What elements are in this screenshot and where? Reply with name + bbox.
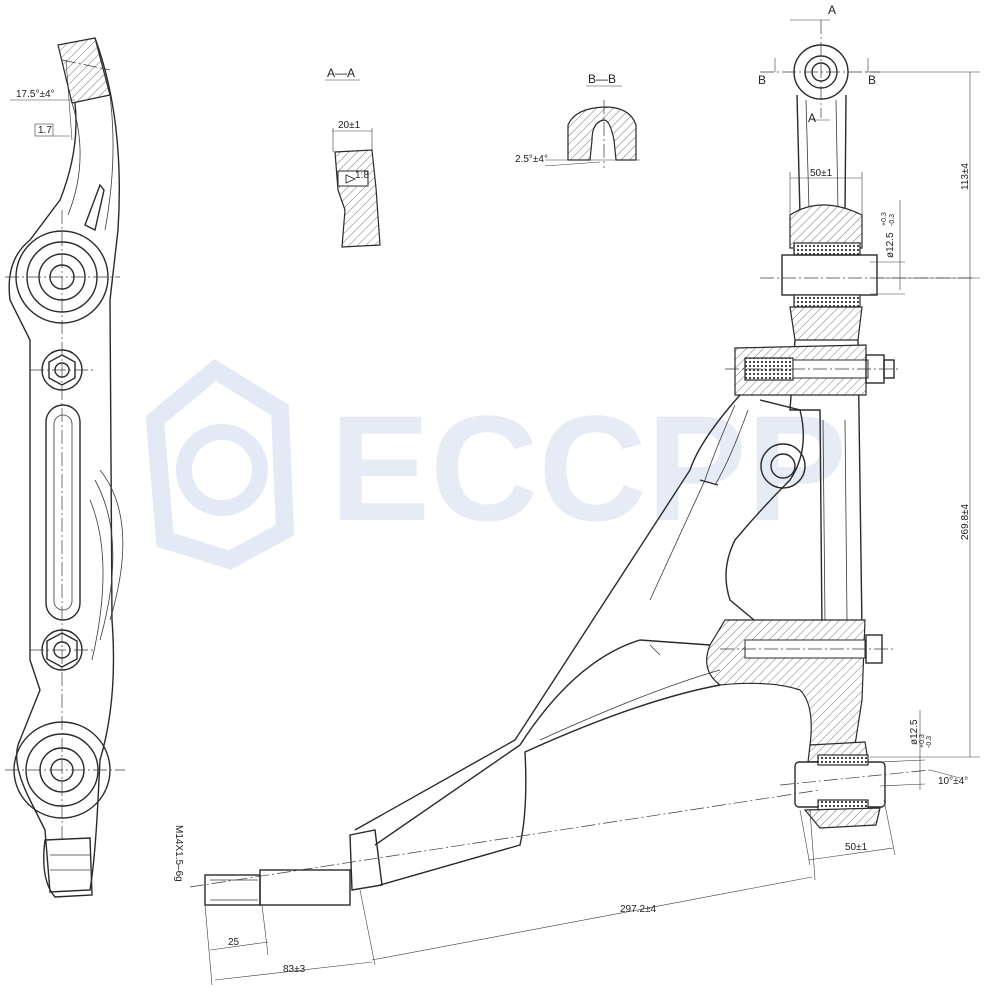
dim-height-113: 113±4	[960, 163, 971, 190]
dim-angle-17-5: 17.5°±4°	[16, 89, 55, 100]
dim-stud-len: 25	[228, 937, 240, 948]
top-sleeve	[781, 254, 878, 296]
marker-a-top: A	[828, 3, 836, 17]
dim-aa-width: 20±1	[338, 120, 361, 131]
dim-len-297: 297.2±4	[620, 904, 657, 915]
dim-bottom-bore: ø12.5	[909, 719, 920, 745]
section-bb-profile	[567, 106, 637, 161]
section-aa: A—A 20±1 1:8	[325, 66, 381, 248]
marker-b-right: B	[868, 73, 876, 87]
dim-top-bore-tol-upper: +0.3	[881, 212, 888, 226]
marker-b-left: B	[758, 73, 766, 87]
main-view: A A B B	[173, 3, 980, 986]
arm-neck	[796, 94, 847, 216]
dim-top-bore: ø12.5	[885, 232, 896, 258]
ball-stud	[189, 789, 821, 906]
top-bushing-section	[789, 204, 863, 249]
watermark-logo-ring-icon	[176, 424, 268, 516]
side-view-top-tab	[57, 37, 111, 104]
dim-top-bore-tol-lower: -0.3	[889, 214, 896, 226]
section-bb-label: B—B	[588, 72, 616, 86]
dim-bottom-bore-tol-upper: +0.3	[919, 734, 926, 748]
dims-bottom: M14X1.5–6g 25 83±3 297.2±4	[173, 809, 816, 986]
side-view: 17.5°±4° 1.7	[5, 37, 125, 898]
side-view-outline	[8, 37, 121, 893]
dim-height-269: 269.8±4	[960, 503, 971, 540]
dim-aa-slope: 1:8	[355, 170, 369, 181]
arm-lower-branch	[374, 639, 711, 846]
dim-top-width: 50±1	[810, 168, 833, 179]
section-aa-profile	[334, 149, 381, 248]
ball-joint-head: A A B B	[758, 3, 880, 125]
dim-bb-angle: 2.5°±4°	[515, 154, 548, 165]
dim-bottom-width: 50±1	[845, 842, 868, 853]
dims-right: 113±4 269.8±4 50±1 ø12.5 +0.3 -0.3 ø12.5…	[789, 71, 980, 866]
dim-angle-10: 10°±4°	[938, 776, 968, 787]
arm-vertical-body	[789, 339, 863, 631]
dim-len-83: 83±3	[283, 964, 306, 975]
dim-thread: M14X1.5–6g	[173, 825, 184, 882]
section-aa-label: A—A	[327, 66, 355, 80]
dim-box-1-7: 1.7	[38, 125, 52, 136]
side-view-slot	[84, 183, 105, 232]
arm-upper-branch	[354, 394, 741, 831]
watermark-text: ECCPP	[330, 384, 847, 552]
watermark-logo-icon	[145, 358, 295, 570]
dim-box-1-7-frame	[34, 123, 54, 137]
dim-bottom-bore-tol-lower: -0.3	[926, 736, 933, 748]
lower-body-section	[706, 619, 866, 746]
marker-a-bottom: A	[808, 111, 816, 125]
side-view-rib	[45, 404, 81, 621]
section-bb: B—B 2.5°±4°	[515, 72, 640, 168]
